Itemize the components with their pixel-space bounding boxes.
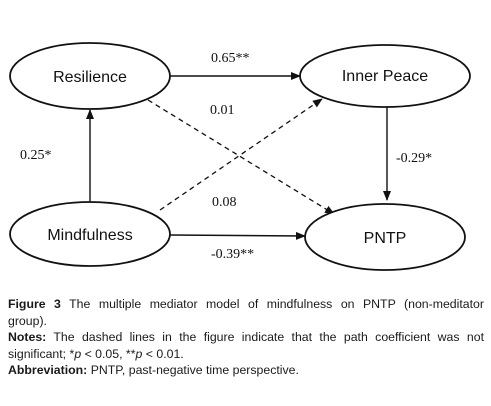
notes-sig-prefix: significant; *	[8, 346, 75, 361]
figure-label: Figure 3	[8, 297, 61, 311]
notes-p-symbol-2: p	[135, 346, 143, 361]
caption-notes-line-2: significant; *p < 0.05, **p < 0.01.	[8, 346, 484, 363]
path-mindfulness-pntp	[169, 231, 306, 240]
notes-p-symbol-1: p	[74, 346, 82, 361]
figure-caption: Figure 3 The multiple mediator model of …	[8, 296, 484, 379]
node-label-mindfulness: Mindfulness	[47, 227, 132, 244]
caption-figure-line-2: group).	[8, 313, 484, 330]
coef-mindfulness-resilience: 0.25*	[20, 148, 52, 163]
node-mindfulness	[9, 201, 171, 267]
path-resilience-pntp	[147, 99, 335, 215]
coef-mindfulness-pntp: -0.39**	[211, 247, 254, 262]
caption-abbreviation-line: Abbreviation: PNTP, past-negative time p…	[8, 362, 484, 379]
figure-text-1: The multiple mediator model of mindfulne…	[69, 297, 484, 311]
node-label-inner-peace: Inner Peace	[342, 68, 428, 85]
node-label-resilience: Resilience	[53, 69, 127, 86]
node-resilience	[9, 42, 171, 110]
mediation-diagram: Resilience Inner Peace Mindfulness PNTP …	[9, 42, 471, 271]
notes-text-1: The dashed lines in the figure indicate …	[53, 330, 484, 344]
coef-inner-peace-pntp: -0.29*	[396, 151, 432, 166]
node-pntp	[304, 203, 466, 271]
notes-label: Notes:	[8, 330, 47, 344]
abbreviation-text: PNTP, past-negative time perspective.	[90, 363, 299, 377]
abbreviation-label: Abbreviation:	[8, 363, 88, 377]
caption-figure-line-1: Figure 3 The multiple mediator model of …	[8, 296, 484, 313]
node-inner-peace	[299, 44, 471, 108]
node-label-pntp: PNTP	[364, 230, 407, 247]
figure-text-2: group).	[8, 313, 47, 328]
coef-resilience-inner-peace: 0.65**	[211, 51, 250, 66]
notes-sig-end: < 0.01.	[142, 346, 184, 361]
coef-resilience-pntp: 0.01	[210, 103, 235, 118]
coef-mindfulness-inner-peace: 0.08	[212, 195, 237, 210]
caption-notes-line-1: Notes: The dashed lines in the figure in…	[8, 329, 484, 346]
path-mindfulness-inner-peace	[159, 98, 323, 211]
notes-sig-mid: < 0.05, **	[81, 346, 136, 361]
